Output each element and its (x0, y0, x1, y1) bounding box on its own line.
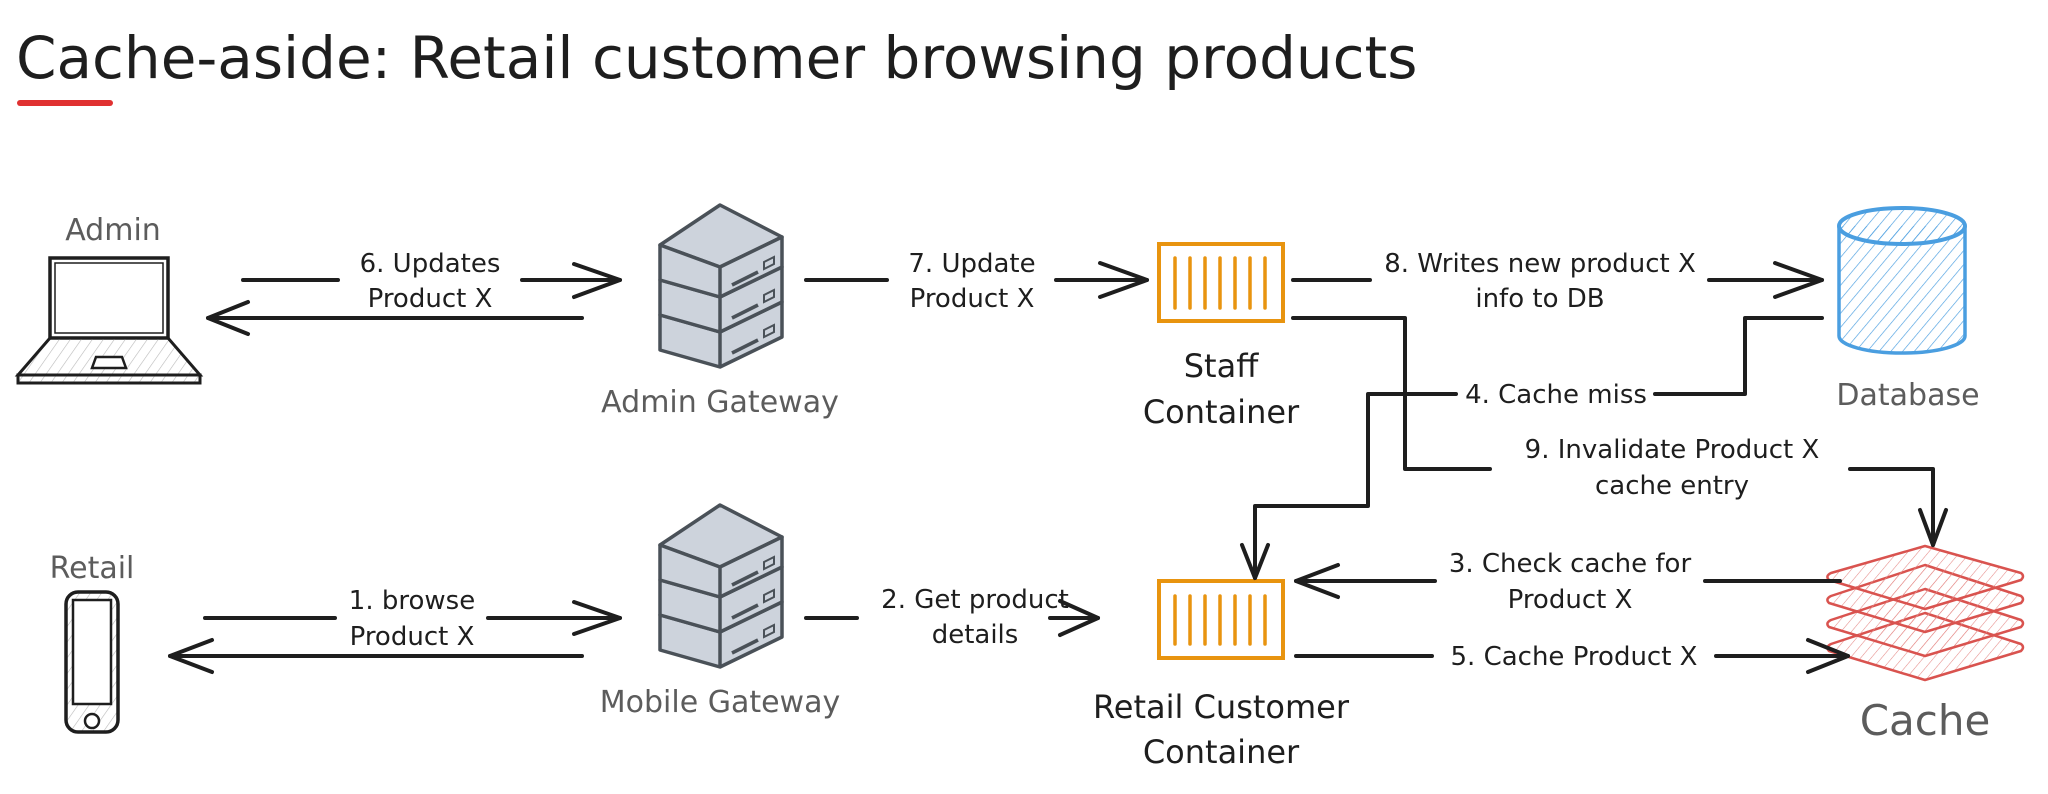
server-stack-icon (658, 503, 784, 669)
database-label: Database (1836, 378, 1979, 413)
edge-9-label-line2: cache entry (1595, 471, 1749, 501)
edge-2-get-product-details[interactable]: 2. Get product details (804, 585, 1100, 650)
edge-1-browse-product[interactable]: 1. browse Product X (168, 586, 622, 674)
cache-layers-icon (1826, 544, 2025, 682)
container-icon (1157, 242, 1285, 323)
edge-3-label-line2: Product X (1508, 585, 1633, 615)
database-cylinder-icon (1837, 206, 1967, 355)
edge-7-update-product[interactable]: 7. Update Product X (804, 249, 1149, 314)
server-stack-icon (658, 203, 784, 369)
admin-gateway-label: Admin Gateway (601, 385, 839, 420)
edge-2-label-line1: 2. Get product (881, 585, 1069, 615)
admin-gateway-node[interactable]: Admin Gateway (601, 203, 839, 420)
container-icon (1157, 579, 1285, 660)
admin-node[interactable]: Admin (14, 213, 204, 385)
edge-8-label-line1: 8. Writes new product X (1384, 249, 1696, 279)
edge-8-write-db[interactable]: 8. Writes new product X info to DB (1291, 249, 1824, 314)
edge-5-label: 5. Cache Product X (1451, 642, 1698, 672)
edge-1-label-line1: 1. browse (349, 586, 475, 616)
retail-node[interactable]: Retail (50, 551, 135, 734)
staff-container-label-line2: Container (1143, 393, 1300, 431)
mobile-gateway-node[interactable]: Mobile Gateway (600, 503, 840, 720)
edge-6-label-line2: Product X (368, 284, 493, 314)
retail-label: Retail (50, 551, 135, 586)
admin-label: Admin (65, 213, 161, 248)
edge-1-label-line2: Product X (350, 622, 475, 652)
edge-8-label-line2: info to DB (1475, 284, 1604, 314)
laptop-icon (14, 256, 204, 385)
retail-container-node[interactable]: Retail Customer Container (1093, 579, 1350, 771)
cache-label: Cache (1860, 696, 1991, 745)
edge-4-cache-miss[interactable]: 4. Cache miss (1240, 316, 1824, 580)
retail-container-label-line1: Retail Customer (1093, 688, 1350, 726)
diagram-title: Cache-aside: Retail customer browsing pr… (16, 24, 1418, 92)
edge-5-cache-product[interactable]: 5. Cache Product X (1294, 638, 1850, 674)
retail-container-label-line2: Container (1143, 733, 1300, 771)
edge-3-check-cache[interactable]: 3. Check cache for Product X (1294, 549, 1842, 615)
edge-9-label-line1: 9. Invalidate Product X (1525, 435, 1820, 465)
edge-6-label-line1: 6. Updates (360, 249, 501, 279)
edge-9-invalidate-cache[interactable]: 9. Invalidate Product X cache entry (1291, 316, 1948, 547)
mobile-gateway-label: Mobile Gateway (600, 685, 840, 720)
edge-7-label-line1: 7. Update (908, 249, 1035, 279)
cache-node[interactable]: Cache (1826, 544, 2025, 745)
staff-container-node[interactable]: Staff Container (1143, 242, 1300, 431)
mobile-phone-icon (64, 590, 120, 734)
edge-6-updates-product[interactable]: 6. Updates Product X (206, 249, 622, 336)
edge-3-label-line1: 3. Check cache for (1449, 549, 1692, 579)
edge-7-label-line2: Product X (910, 284, 1035, 314)
database-node[interactable]: Database (1836, 206, 1980, 413)
edge-4-label: 4. Cache miss (1465, 380, 1647, 410)
staff-container-label-line1: Staff (1184, 347, 1259, 385)
edge-2-label-line2: details (932, 620, 1019, 650)
